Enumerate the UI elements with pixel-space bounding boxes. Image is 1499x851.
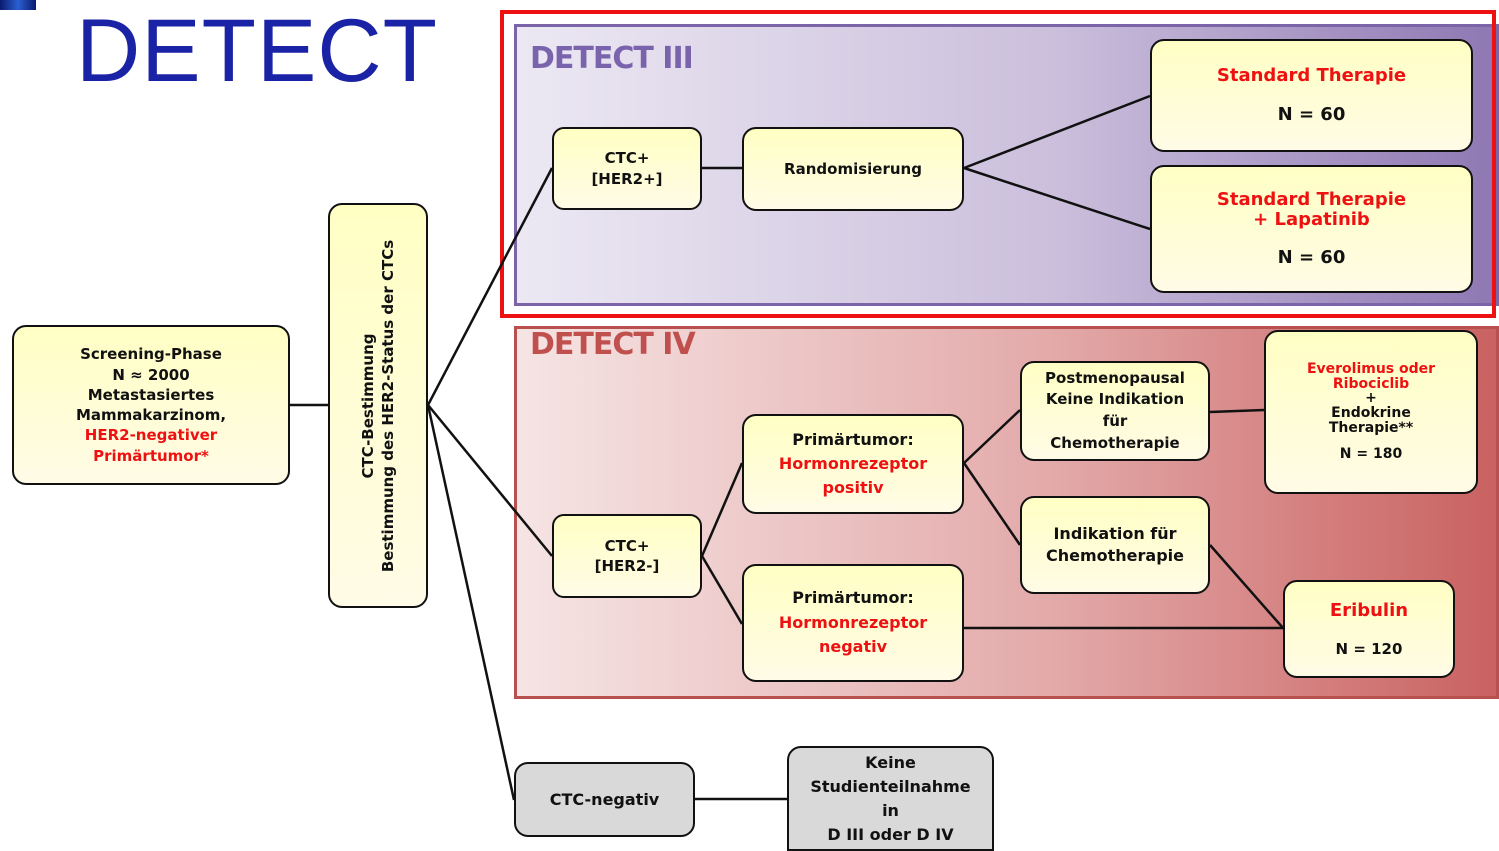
- screening-line6: Primärtumor*: [93, 446, 209, 465]
- edge-her2neg-hrneg: [700, 555, 744, 625]
- hr-positiv-line1: Primärtumor:: [792, 430, 914, 449]
- ctc-bestimmung-line1: CTC-Bestimmung: [358, 332, 377, 479]
- standard-therapie-box: Standard Therapie N = 60: [1150, 39, 1473, 152]
- ctc-bestimmung-line2: Bestimmung des HER2-Status der CTCs: [379, 239, 397, 572]
- standard-lapatinib-title2: + Lapatinib: [1253, 209, 1370, 231]
- detect-iii-title: DETECT III: [530, 41, 694, 76]
- everolimus-line1: Everolimus oder: [1306, 360, 1436, 377]
- standard-therapie-title: Standard Therapie: [1216, 65, 1407, 87]
- keine-line3: in: [882, 800, 899, 820]
- ctc-her2-positive-box: CTC+ [HER2+]: [552, 127, 702, 210]
- detect-iv-title: DETECT IV: [530, 327, 696, 362]
- standard-therapie-n: N = 60: [1277, 103, 1346, 125]
- randomisierung-box: Randomisierung: [742, 127, 964, 211]
- keine-line2: Studienteilnahme: [810, 776, 971, 796]
- screening-count: N ≈ 2000: [112, 365, 190, 384]
- postmenopausal-line3: für: [1102, 412, 1128, 430]
- hormonrezeptor-negativ-box: Primärtumor: Hormonrezeptor negativ: [742, 564, 964, 682]
- indikation-chemotherapie-box: Indikation für Chemotherapie: [1020, 496, 1210, 594]
- postmenopausal-line2: Keine Indikation: [1045, 390, 1185, 409]
- screening-phase-box: Screening-Phase N ≈ 2000 Metastasiertes …: [12, 325, 290, 485]
- keine-studienteilnahme-box: Keine Studienteilnahme in D III oder D I…: [787, 746, 994, 851]
- ctc-bestimmung-box: CTC-Bestimmung Bestimmung des HER2-Statu…: [328, 203, 428, 608]
- ctc-her2neg-line1: CTC+: [604, 536, 650, 555]
- postmenopausal-box: Postmenopausal Keine Indikation für Chem…: [1020, 361, 1210, 461]
- hr-negativ-line2: Hormonrezeptor: [778, 612, 928, 632]
- standard-lapatinib-box: Standard Therapie + Lapatinib N = 60: [1150, 165, 1473, 293]
- indikation-line1: Indikation für: [1053, 524, 1177, 544]
- logo-mark: [0, 0, 36, 10]
- everolimus-line2: Ribociclib: [1332, 375, 1410, 392]
- eribulin-n: N = 120: [1335, 640, 1403, 659]
- detect-logo: DETECT: [76, 0, 438, 100]
- edge-ctc-negativ: [426, 404, 516, 801]
- randomisierung-label: Randomisierung: [784, 159, 922, 178]
- edge-random-standard: [963, 94, 1151, 170]
- edge-indikation-eribulin: [1209, 544, 1284, 629]
- hormonrezeptor-positiv-box: Primärtumor: Hormonrezeptor positiv: [742, 414, 964, 514]
- standard-lapatinib-n: N = 60: [1277, 246, 1346, 268]
- hr-negativ-line3: negativ: [818, 637, 888, 657]
- eribulin-box: Eribulin N = 120: [1283, 580, 1455, 678]
- everolimus-line5: Therapie**: [1328, 419, 1414, 436]
- ctc-negativ-label: CTC-negativ: [549, 789, 660, 809]
- eribulin-title: Eribulin: [1329, 599, 1409, 621]
- edge-hrpos-indikation: [962, 462, 1022, 546]
- screening-line4: Mammakarzinom,: [75, 406, 227, 424]
- hr-positiv-line3: positiv: [822, 478, 884, 497]
- ctc-her2pos-line2: [HER2+]: [591, 169, 663, 188]
- everolimus-n: N = 180: [1339, 446, 1403, 463]
- screening-line3: Metastasiertes: [87, 385, 215, 404]
- screening-line5: HER2-negativer: [84, 426, 218, 445]
- edge-hrpos-postmeno: [963, 409, 1021, 464]
- indikation-line2: Chemotherapie: [1045, 546, 1184, 565]
- ctc-her2-negative-box: CTC+ [HER2-]: [552, 514, 702, 598]
- edge-random-lapatinib: [963, 166, 1151, 231]
- everolimus-box: Everolimus oder Ribociclib + Endokrine T…: [1264, 330, 1478, 494]
- keine-line4: D III oder D IV: [827, 824, 954, 844]
- hr-negativ-line1: Primärtumor:: [792, 587, 914, 607]
- screening-phase-label: Screening-Phase: [80, 345, 222, 364]
- postmenopausal-line4: Chemotherapie: [1050, 433, 1180, 452]
- postmenopausal-line1: Postmenopausal: [1045, 368, 1185, 387]
- edge-ctc-her2neg: [427, 404, 553, 557]
- ctc-negativ-box: CTC-negativ: [514, 762, 695, 837]
- hr-positiv-line2: Hormonrezeptor: [778, 454, 928, 473]
- edge-ctc-her2pos: [426, 167, 554, 406]
- edge-her2neg-hrpos: [700, 462, 744, 557]
- everolimus-plus: +: [1365, 390, 1377, 407]
- edge-postmeno-everolimus: [1209, 408, 1265, 414]
- standard-lapatinib-title1: Standard Therapie: [1216, 189, 1407, 211]
- ctc-her2neg-line2: [HER2-]: [594, 557, 660, 575]
- highlight-frame: [500, 10, 1496, 318]
- keine-line1: Keine: [865, 752, 916, 772]
- ctc-her2pos-line1: CTC+: [604, 149, 650, 168]
- everolimus-line4: Endokrine: [1331, 405, 1411, 421]
- ctc-bestimmung-text: CTC-Bestimmung Bestimmung des HER2-Statu…: [358, 206, 399, 606]
